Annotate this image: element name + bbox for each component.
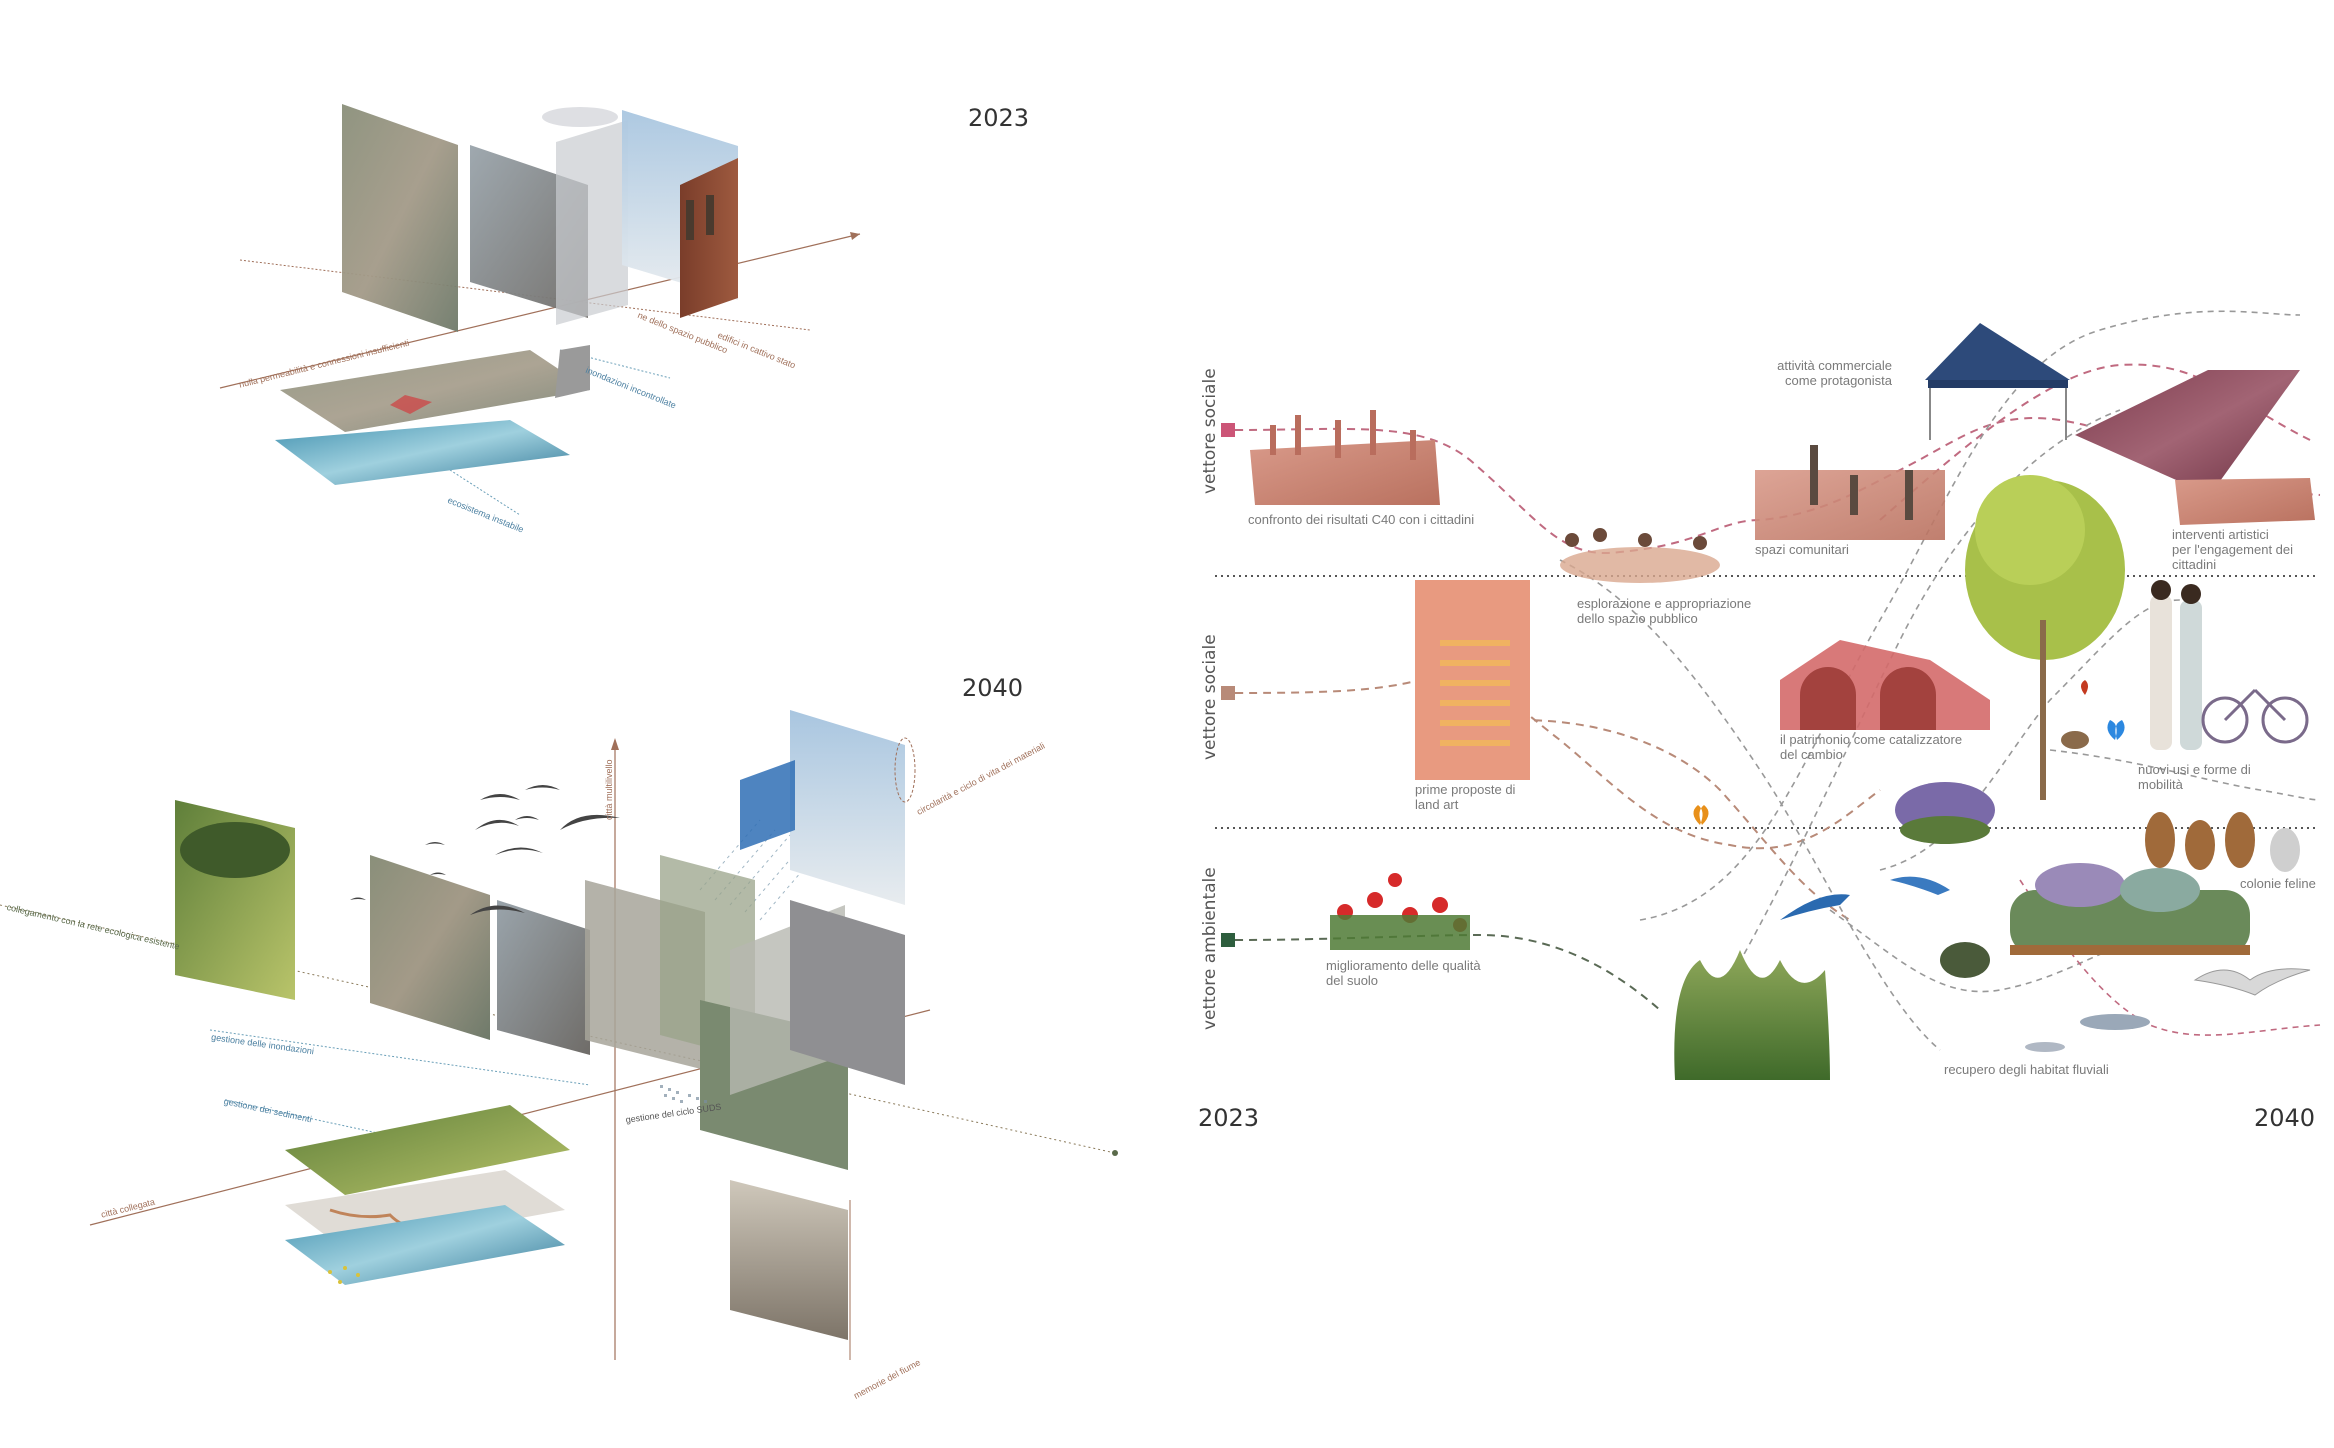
caption-land-art: prime proposte di land art [1415,782,1515,812]
caption-suolo-line1: miglioramento delle qualità [1326,958,1481,973]
caption-colonie-feline: colonie feline [2240,876,2316,891]
caption-habitat-fluviali: recupero degli habitat fluviali [1944,1062,2109,1077]
caption-suolo: miglioramento delle qualità del suolo [1326,958,1481,988]
caption-patrimonio-line2: del cambio [1780,747,1843,762]
caption-mobilita: nuovi usi e forme di mobilità [2138,762,2251,792]
caption-commerciale-line1: attività commerciale [1777,358,1892,373]
caption-commerciale-line2: come protagonista [1785,373,1892,388]
caption-suolo-line2: del suolo [1326,973,1379,988]
caption-esplorazione-line2: dello spazio pubblico [1577,611,1698,626]
caption-esplorazione-line1: esplorazione e appropriazione [1577,596,1752,611]
iso-2023-composition [219,104,861,516]
caption-patrimonio-line1: il patrimonio come catalizzatore [1780,732,1963,747]
timeline-start-year: 2023 [1198,1104,1260,1132]
row-label-environmental: vettore ambientale [1200,867,1220,1030]
caption-interventi-line1: interventi artistici [2172,527,2269,542]
timeline-end-year: 2040 [2254,1104,2316,1132]
year-label-2040-left: 2040 [962,674,1024,702]
label-multilivello: città multilivello [604,759,614,820]
caption-land-art-line2: land art [1415,797,1459,812]
caption-c40: confronto dei risultati C40 con i cittad… [1248,512,1475,527]
caption-spazi-comunitari: spazi comunitari [1755,542,1849,557]
caption-mobilita-line2: mobilità [2138,777,2183,792]
caption-land-art-line1: prime proposte di [1415,782,1516,797]
row-label-social-1: vettore sociale [1200,368,1220,494]
row-label-social-2: vettore sociale [1200,634,1220,760]
caption-esplorazione: esplorazione e appropriazione dello spaz… [1577,596,1751,626]
caption-interventi-line3: cittadini [2172,557,2217,572]
caption-patrimonio: il patrimonio come catalizzatore del cam… [1780,732,1962,762]
caption-interventi: interventi artistici per l'engagement de… [2172,527,2293,572]
caption-interventi-line2: per l'engagement dei [2172,542,2294,557]
caption-commerciale: attività commerciale come protagonista [1762,358,1892,388]
caption-mobilita-line1: nuovi usi e forme di [2138,762,2251,777]
iso-2040-composition [0,710,1118,1360]
timeline-diagram [1215,310,2321,1080]
year-label-2023-left: 2023 [968,104,1030,132]
